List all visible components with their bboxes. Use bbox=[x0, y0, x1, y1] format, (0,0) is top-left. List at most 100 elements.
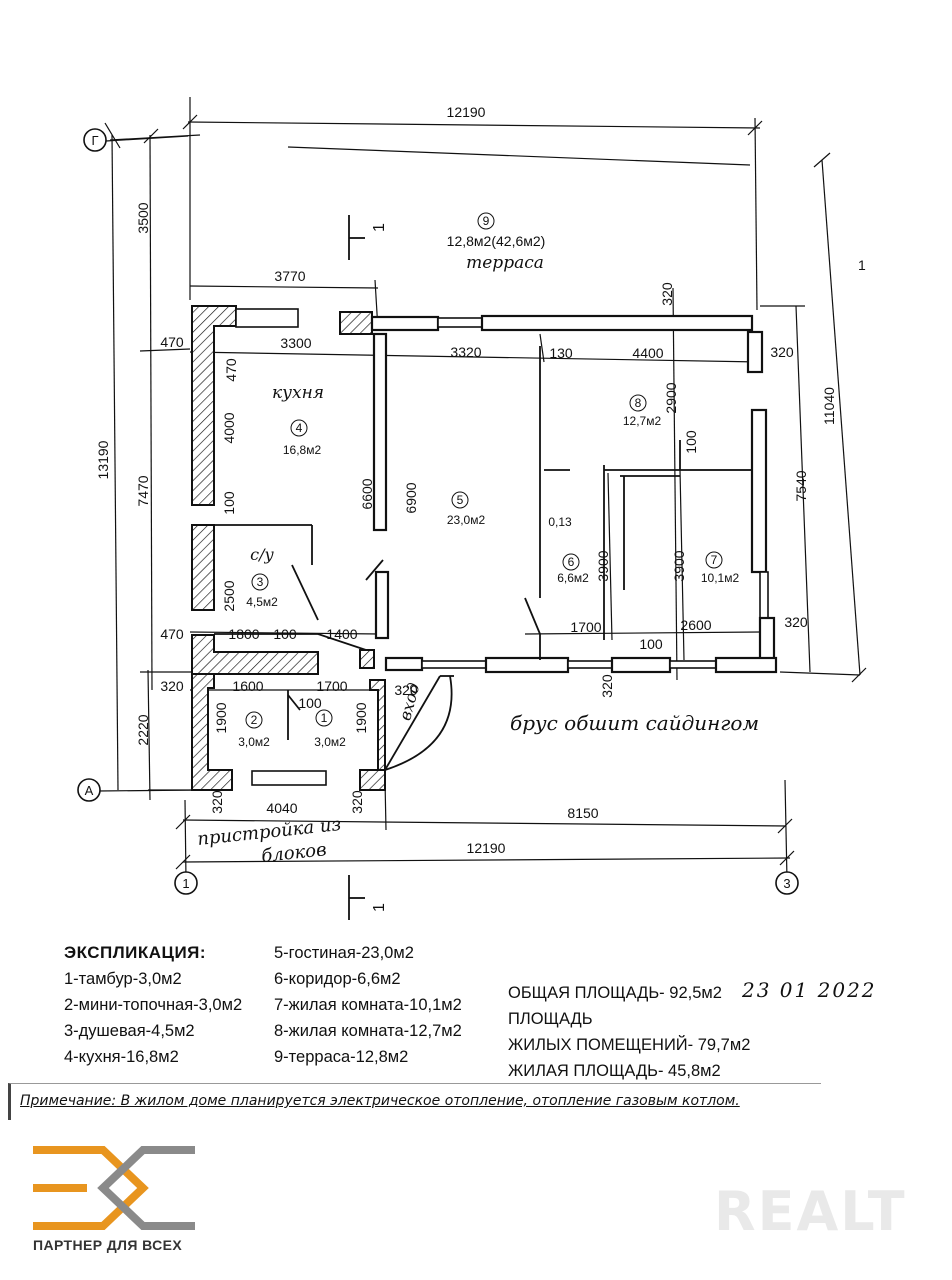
edge-mark: 1 bbox=[858, 257, 866, 273]
area-totals: ОБЩАЯ ПЛОЩАДЬ- 92,5м2 ПЛОЩАДЬ ЖИЛЫХ ПОМЕ… bbox=[508, 980, 750, 1084]
section-mark-bottom: 1 bbox=[371, 903, 388, 912]
dim-living-w: 3320 bbox=[450, 344, 481, 360]
dimension-lines bbox=[97, 97, 867, 881]
dimension-labels: 12190 3770 470 470 3300 3320 130 4400 32… bbox=[95, 104, 837, 856]
dim-kitchen-inner: 3300 bbox=[280, 335, 311, 351]
dim-right-total: 11040 bbox=[821, 387, 837, 425]
realt-watermark: REALT bbox=[714, 1180, 907, 1243]
dim-320-bot: 320 bbox=[599, 674, 615, 698]
room4-area: 16,8м2 bbox=[283, 443, 322, 457]
room1-area: 3,0м2 bbox=[314, 735, 346, 749]
total-area: ОБЩАЯ ПЛОЩАДЬ- 92,5м2 bbox=[508, 984, 722, 1002]
logo-gray-mark bbox=[97, 1146, 195, 1230]
dim-100-a: 100 bbox=[683, 430, 699, 454]
dim-320-bl: 320 bbox=[209, 790, 225, 814]
note-label: Примечание: bbox=[20, 1093, 117, 1109]
room9-num: 9 bbox=[483, 214, 490, 228]
living-area-label: ПЛОЩАДЬ bbox=[508, 1010, 593, 1028]
logo-orange-mark bbox=[33, 1146, 149, 1230]
dim-shower-depth: 2500 bbox=[221, 580, 237, 611]
dim-corr-gap: 130 bbox=[549, 345, 573, 361]
dim-320-mid: 320 bbox=[394, 682, 418, 698]
legend-item: 6-коридор-6,6м2 bbox=[274, 970, 401, 988]
axis-1-circle bbox=[174, 871, 198, 895]
legend-item: 8-жилая комната-12,7м2 bbox=[274, 1022, 462, 1040]
room2-num: 2 bbox=[251, 713, 258, 727]
explication-col1: ЭКСПЛИКАЦИЯ: 1-тамбур-3,0м2 2-мини-топоч… bbox=[64, 940, 242, 1070]
dim-kitchen-depth: 4000 bbox=[221, 412, 237, 443]
room7-num: 7 bbox=[711, 553, 718, 567]
residential-area: ЖИЛАЯ ПЛОЩАДЬ- 45,8м2 bbox=[508, 1062, 721, 1080]
dim-room7-w: 2600 bbox=[680, 617, 711, 633]
dim-kitchen-width: 3770 bbox=[274, 268, 305, 284]
room5-num: 5 bbox=[457, 493, 464, 507]
dim-hall-w: 1400 bbox=[326, 626, 357, 642]
dim-room7-depth: 3900 bbox=[671, 550, 687, 581]
axis-3-circle bbox=[775, 871, 799, 895]
axis-1-label: 1 bbox=[182, 876, 189, 891]
axis-a-circle bbox=[77, 778, 101, 802]
legend-item: 5-гостиная-23,0м2 bbox=[274, 944, 414, 962]
note-frame bbox=[8, 1083, 821, 1120]
room3-area: 4,5м2 bbox=[246, 595, 278, 609]
section-mark-top: 1 bbox=[371, 223, 388, 232]
room8-area: 12,7м2 bbox=[623, 414, 662, 428]
dim-bottom-left: 4040 bbox=[266, 800, 297, 816]
dim-left-annex: 2220 bbox=[135, 714, 151, 745]
dim-470-c: 470 bbox=[160, 626, 184, 642]
dim-kitchen-depth-total: 6600 bbox=[359, 478, 375, 509]
room-labels: 9 12,8м2(42,6м2) терраса кухня 4 16,8м2 … bbox=[238, 212, 739, 749]
room6-num: 6 bbox=[568, 555, 575, 569]
axis-3-label: 3 bbox=[783, 876, 790, 891]
legend-item: 4-кухня-16,8м2 bbox=[64, 1048, 179, 1066]
room9-name: терраса bbox=[466, 253, 544, 273]
dim-corr-len: 1700 bbox=[570, 619, 601, 635]
dim-room8-w: 4400 bbox=[632, 345, 663, 361]
dim-left-main: 7470 bbox=[135, 475, 151, 506]
room9-area: 12,8м2(42,6м2) bbox=[447, 233, 546, 249]
dim-annex-h1: 1900 bbox=[213, 702, 229, 733]
dim-100-b: 100 bbox=[221, 491, 237, 515]
room5-area: 23,0м2 bbox=[447, 513, 486, 527]
dim-corr-depth: 3900 bbox=[595, 550, 611, 581]
room3-name: с/у bbox=[250, 545, 274, 564]
dim-470-a: 470 bbox=[160, 334, 184, 350]
axis-g-label: Г bbox=[91, 133, 98, 148]
handwritten-date: 23 01 2022 bbox=[742, 978, 877, 1002]
dim-100-e: 100 bbox=[298, 695, 322, 711]
legend-item: 2-мини-топочная-3,0м2 bbox=[64, 996, 243, 1014]
siding-note: брус обшит сайдингом bbox=[510, 711, 759, 735]
dim-shower-w: 1800 bbox=[228, 626, 259, 642]
dim-top-total: 12190 bbox=[447, 104, 486, 120]
dim-bottom-total: 12190 bbox=[467, 840, 506, 856]
room8-num: 8 bbox=[635, 396, 642, 410]
explication-heading: ЭКСПЛИКАЦИЯ: bbox=[64, 943, 207, 962]
room1-num: 1 bbox=[321, 711, 328, 725]
dim-gap-013: 0,13 bbox=[548, 515, 572, 529]
dim-320-tr: 320 bbox=[770, 344, 794, 360]
note: Примечание: В жилом доме планируется эле… bbox=[20, 1093, 740, 1109]
dim-100-c: 100 bbox=[273, 626, 297, 642]
dim-annex-b: 1700 bbox=[316, 678, 347, 694]
legend-item: 1-тамбур-3,0м2 bbox=[64, 970, 182, 988]
living-rooms-area: ЖИЛЫХ ПОМЕЩЕНИЙ- 79,7м2 bbox=[508, 1036, 751, 1054]
explication-col2: 5-гостиная-23,0м2 6-коридор-6,6м2 7-жила… bbox=[274, 940, 462, 1070]
dim-320-left: 320 bbox=[160, 678, 184, 694]
dim-320-mr: 320 bbox=[784, 614, 808, 630]
axis-g-circle bbox=[83, 128, 107, 152]
dim-annex-a: 1600 bbox=[232, 678, 263, 694]
axis-a-label: А bbox=[85, 783, 94, 798]
room6-area: 6,6м2 bbox=[557, 571, 589, 585]
legend-item: 7-жилая комната-10,1м2 bbox=[274, 996, 462, 1014]
dim-100-d: 100 bbox=[639, 636, 663, 652]
room4-name: кухня bbox=[272, 383, 324, 403]
dim-right-inner: 7540 bbox=[793, 470, 809, 501]
dim-320-top: 320 bbox=[659, 282, 675, 306]
legend-item: 3-душевая-4,5м2 bbox=[64, 1022, 195, 1040]
dim-470-b: 470 bbox=[223, 358, 239, 382]
dim-bottom-right: 8150 bbox=[567, 805, 598, 821]
partner-logo bbox=[33, 1146, 195, 1230]
axis-markers: Г А 1 3 1 1 1 bbox=[77, 128, 866, 912]
dim-320-bm: 320 bbox=[349, 790, 365, 814]
